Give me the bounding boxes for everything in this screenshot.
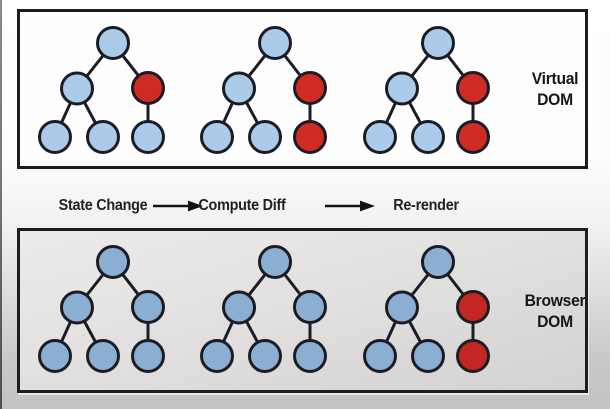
browser-dom-label-line2: DOM [537, 312, 573, 331]
dom-node-red [131, 71, 165, 105]
dom-node-blue [96, 245, 130, 279]
dom-tree [200, 26, 327, 154]
virtual-dom-panel: Virtual DOM [17, 9, 588, 169]
flow-step-re-render: Re-render [393, 197, 459, 214]
dom-node-red [456, 120, 490, 154]
virtual-dom-label-line2: DOM [537, 90, 573, 109]
dom-node-blue [293, 290, 327, 324]
dom-tree [363, 245, 490, 373]
dom-node-blue [38, 339, 72, 373]
dom-node-blue [131, 339, 165, 373]
dom-node-red [456, 290, 490, 324]
dom-node-red [293, 120, 327, 154]
dom-node-blue [248, 339, 282, 373]
browser-dom-panel: Browser DOM [17, 228, 588, 393]
dom-node-blue [421, 26, 455, 60]
dom-node-red [456, 71, 490, 105]
flow-step-compute-diff: Compute Diff [198, 197, 286, 214]
dom-node-blue [200, 120, 234, 154]
dom-node-blue [222, 290, 256, 325]
dom-node-blue [258, 245, 292, 279]
dom-node-blue [363, 120, 397, 154]
dom-node-blue [131, 290, 165, 324]
dom-node-blue [258, 26, 292, 60]
dom-tree [200, 245, 327, 373]
dom-tree [38, 26, 165, 154]
dom-node-blue [200, 339, 234, 373]
arrow-right-icon [325, 200, 375, 212]
dom-tree [363, 26, 490, 154]
dom-node-blue [60, 71, 94, 106]
dom-node-blue [38, 120, 72, 154]
dom-node-blue [421, 245, 455, 279]
dom-node-blue [86, 339, 120, 373]
browser-dom-label: Browser DOM [518, 290, 592, 332]
dom-node-blue [86, 120, 120, 154]
dom-node-blue [222, 71, 256, 106]
dom-node-blue [411, 339, 445, 373]
flow-step-state-change: State Change [58, 197, 148, 214]
dom-node-red [293, 71, 327, 105]
dom-node-blue [411, 120, 445, 154]
dom-node-blue [363, 339, 397, 373]
video-frame-edge [0, 0, 2, 409]
virtual-dom-label: Virtual DOM [518, 68, 592, 110]
dom-node-blue [293, 339, 327, 373]
dom-node-red [456, 339, 490, 373]
arrow-right-icon [153, 200, 203, 212]
dom-node-blue [131, 120, 165, 154]
virtual-dom-label-line1: Virtual [531, 69, 579, 88]
dom-node-blue [385, 290, 419, 325]
dom-tree [38, 245, 165, 373]
dom-node-blue [248, 120, 282, 154]
browser-dom-label-line1: Browser [524, 291, 586, 310]
dom-node-blue [96, 26, 130, 60]
dom-node-blue [60, 290, 94, 325]
dom-node-blue [385, 71, 419, 106]
